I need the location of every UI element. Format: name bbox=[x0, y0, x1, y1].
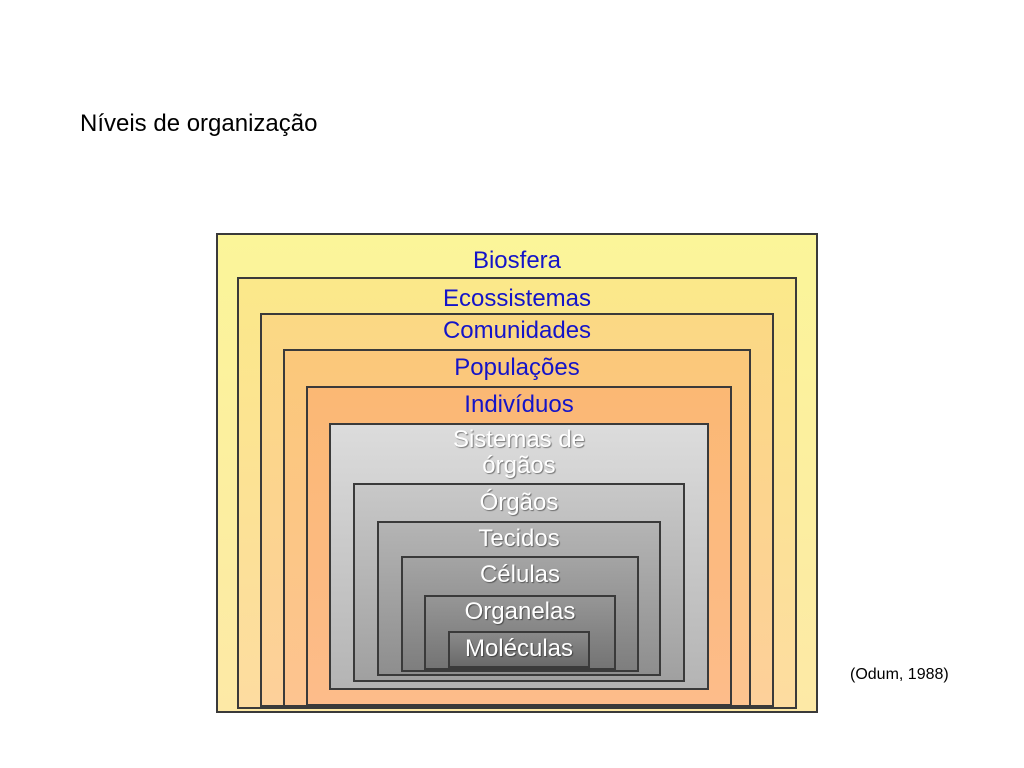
level-label-organelas: Organelas bbox=[464, 598, 576, 625]
level-box-populacoes: Populações Indivíduos Sistemas de órgãos… bbox=[283, 349, 751, 707]
level-label-ecossistemas: Ecossistemas bbox=[442, 285, 592, 312]
level-label-comunidades: Comunidades bbox=[442, 317, 592, 344]
level-box-sistemas-de-orgaos: Sistemas de órgãos Órgãos Tecidos Célula… bbox=[329, 423, 709, 690]
level-box-organelas: Organelas Moléculas bbox=[424, 595, 616, 670]
level-label-populacoes: Populações bbox=[454, 354, 580, 381]
level-box-celulas: Células Organelas Moléculas bbox=[401, 556, 639, 672]
level-label-sistemas-de-orgaos-line2: órgãos bbox=[482, 452, 556, 479]
citation: (Odum, 1988) bbox=[850, 666, 949, 683]
slide-title: Níveis de organização bbox=[80, 110, 318, 137]
level-label-tecidos: Tecidos bbox=[478, 525, 560, 552]
level-box-individuos: Indivíduos Sistemas de órgãos Órgãos Tec… bbox=[306, 386, 732, 706]
level-label-celulas: Células bbox=[479, 561, 561, 588]
level-box-orgaos: Órgãos Tecidos Células Organelas Molécul… bbox=[353, 483, 685, 682]
level-box-biosfera: Biosfera Ecossistemas Comunidades Popula… bbox=[216, 233, 818, 713]
level-label-individuos: Indivíduos bbox=[464, 391, 574, 418]
level-box-ecossistemas: Ecossistemas Comunidades Populações Indi… bbox=[237, 277, 797, 709]
level-box-moleculas: Moléculas bbox=[448, 631, 590, 668]
level-box-tecidos: Tecidos Células Organelas Moléculas bbox=[377, 521, 661, 676]
level-label-moleculas: Moléculas bbox=[464, 635, 574, 662]
level-label-sistemas-de-orgaos: Sistemas de órgãos bbox=[331, 427, 707, 479]
level-label-orgaos: Órgãos bbox=[479, 489, 559, 516]
level-box-comunidades: Comunidades Populações Indivíduos Sistem… bbox=[260, 313, 774, 707]
level-label-sistemas-de-orgaos-line1: Sistemas de bbox=[452, 426, 586, 453]
level-label-biosfera: Biosfera bbox=[472, 247, 562, 274]
